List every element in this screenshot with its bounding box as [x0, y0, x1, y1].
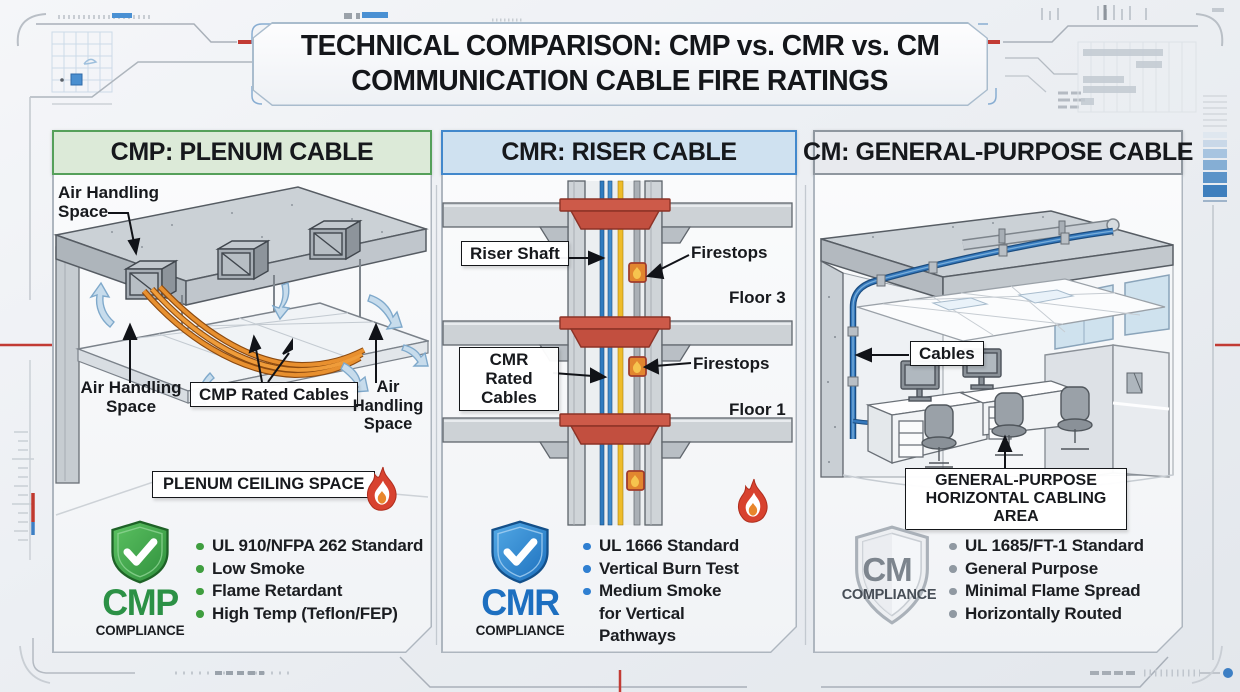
label-plenum-ceiling-space: PLENUM CEILING SPACE: [152, 471, 375, 498]
label-air-handling-space-right: Air Handling Space: [352, 378, 424, 434]
plenum-ceiling-illustration: [52, 177, 429, 522]
list-item: Horizontally Routed: [948, 603, 1174, 626]
shield-outline-icon: [847, 523, 937, 627]
label-cmr-rated-cables: CMR Rated Cables: [459, 347, 559, 411]
cmr-feature-list: UL 1666 Standard Vertical Burn Test Medi…: [582, 535, 787, 648]
list-item: Vertical Burn Test: [582, 558, 787, 581]
cmr-compliance-badge: CMR COMPLIANCE: [445, 519, 595, 638]
title-banner: TECHNICAL COMPARISON: CMP vs. CMR vs. CM…: [252, 22, 988, 106]
shield-check-icon: [482, 519, 558, 585]
label-floor-3: Floor 3: [729, 288, 786, 307]
title-line-1: TECHNICAL COMPARISON: CMP vs. CMR vs. CM: [300, 30, 940, 62]
list-item: UL 910/NFPA 262 Standard: [195, 535, 427, 558]
label-floor-1: Floor 1: [729, 400, 786, 419]
panel-cmr-header: CMR: RISER CABLE: [441, 130, 797, 175]
list-item: UL 1685/FT-1 Standard: [948, 535, 1174, 558]
panel-cm-header: CM: GENERAL-PURPOSE CABLE: [803, 130, 1193, 175]
flame-icon: [733, 478, 775, 526]
flame-icon: [362, 466, 404, 514]
cmp-compliance-badge: CMP COMPLIANCE: [65, 519, 215, 638]
office-cabling-illustration: [813, 177, 1180, 529]
label-firestops-top: Firestops: [691, 243, 768, 262]
label-firestops-mid: Firestops: [693, 354, 770, 373]
area-label-line-2: HORIZONTAL CABLING AREA: [925, 490, 1107, 526]
label-cables: Cables: [910, 341, 984, 366]
label-air-handling-space-left: Air Handling Space: [80, 378, 182, 417]
cmp-badge-caption: COMPLIANCE: [95, 623, 185, 638]
list-item: Low Smoke: [195, 558, 427, 581]
label-general-purpose-area: GENERAL-PURPOSE HORIZONTAL CABLING AREA: [905, 468, 1127, 530]
area-label-line-1: GENERAL-PURPOSE: [935, 472, 1097, 489]
title-line-2: COMMUNICATION CABLE FIRE RATINGS: [351, 65, 889, 97]
label-cmp-rated-cables: CMP Rated Cables: [190, 382, 358, 407]
list-item: Minimal Flame Spread: [948, 580, 1174, 603]
cmr-badge-caption: COMPLIANCE: [475, 623, 565, 638]
cm-badge-caption: COMPLIANCE: [841, 587, 937, 603]
cmp-feature-list: UL 910/NFPA 262 Standard Low Smoke Flame…: [195, 535, 427, 625]
cm-badge-acronym: CM: [862, 551, 912, 588]
panel-cmr-riser: CMR: RISER CABLE: [441, 130, 797, 653]
cmp-badge-acronym: CMP: [102, 582, 178, 623]
shield-check-icon: [102, 519, 178, 585]
panel-cmp-header: CMP: PLENUM CABLE: [52, 130, 432, 175]
cmr-badge-acronym: CMR: [481, 582, 559, 623]
label-riser-shaft: Riser Shaft: [461, 241, 569, 266]
list-item: Medium Smoke for Vertical Pathways: [582, 580, 741, 648]
cm-compliance-badge: CM COMPLIANCE: [831, 523, 943, 631]
list-item: High Temp (Teflon/FEP): [195, 603, 427, 626]
label-air-handling-space-top: Air Handling Space: [58, 183, 160, 222]
list-item: UL 1666 Standard: [582, 535, 787, 558]
panel-cm-general-purpose: CM: GENERAL-PURPOSE CABLE: [803, 130, 1193, 653]
list-item: Flame Retardant: [195, 580, 427, 603]
airflow-arrow-icons: [91, 283, 428, 403]
panel-cmp-plenum: CMP: PLENUM CABLE: [52, 130, 432, 653]
list-item: General Purpose: [948, 558, 1174, 581]
cm-feature-list: UL 1685/FT-1 Standard General Purpose Mi…: [948, 535, 1174, 625]
